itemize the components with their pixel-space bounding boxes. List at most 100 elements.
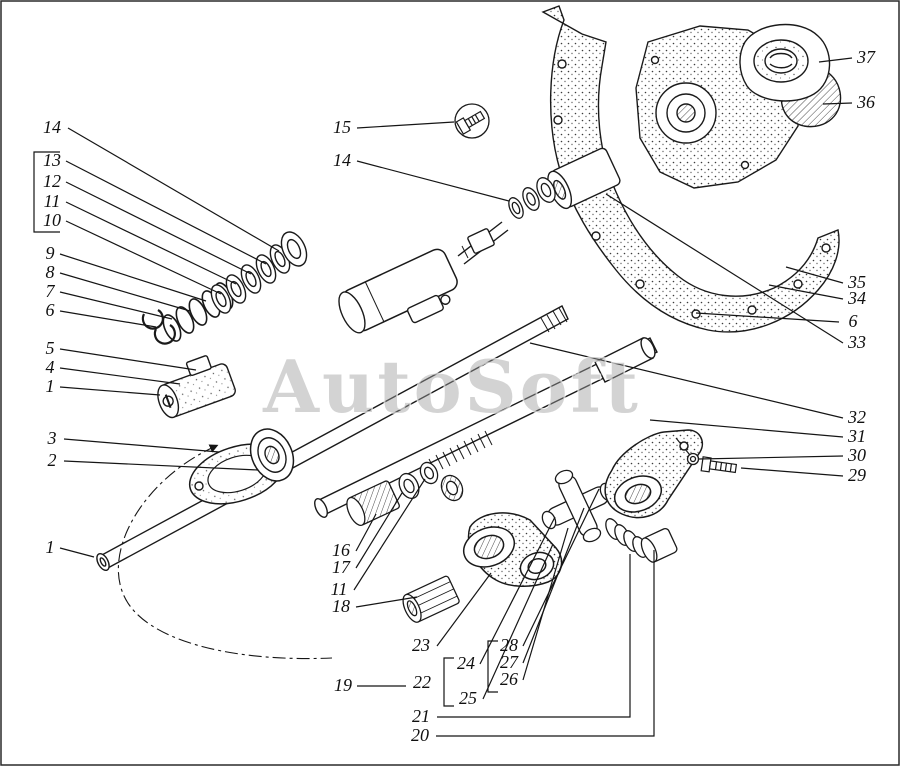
callout-24: 24 (457, 653, 475, 673)
callout-11-bottom: 11 (331, 579, 348, 599)
leader-line (59, 310, 157, 328)
leader-line (355, 492, 403, 569)
part-bushing (346, 480, 400, 527)
callout-12: 12 (43, 171, 61, 191)
callout-16: 16 (332, 540, 350, 560)
part-universal-joint-cross (541, 469, 615, 543)
leader-line (65, 181, 252, 275)
callout-23: 23 (412, 635, 430, 655)
leader-line (59, 547, 95, 558)
callout-36: 36 (856, 92, 875, 112)
leader-line (436, 572, 492, 647)
leader-line (649, 419, 844, 438)
leader-line (356, 160, 510, 202)
leader-line (522, 527, 569, 681)
callout-11-left: 11 (44, 191, 61, 211)
leader-line (63, 438, 220, 453)
part-lock-housing (338, 221, 509, 334)
part-upper-yoke (604, 429, 704, 519)
leader-line (482, 543, 554, 700)
callout-27: 27 (500, 652, 519, 672)
part-screw-detail (454, 103, 490, 139)
leader-line (355, 596, 418, 608)
callout-22: 22 (413, 672, 431, 692)
callout-32: 32 (847, 407, 866, 427)
part-lock-cylinder (157, 355, 236, 419)
callout-34: 34 (847, 288, 866, 308)
part-washer-30 (686, 452, 700, 466)
callout-33: 33 (847, 332, 866, 352)
leader-line (63, 460, 259, 471)
leader-line (67, 127, 280, 252)
callout-29: 29 (848, 465, 866, 485)
leader-line (59, 386, 161, 396)
callout-4: 4 (46, 357, 55, 377)
callout-1-shaft: 1 (46, 537, 55, 557)
callout-6-left: 6 (46, 300, 55, 320)
centerline-arc (117, 444, 333, 660)
callout-13: 13 (43, 150, 61, 170)
leader-line (605, 193, 844, 344)
part-washer-11 (419, 461, 439, 485)
leader-line (355, 513, 377, 552)
leader-line (522, 507, 585, 664)
part-flange-bearing (188, 428, 295, 505)
leader-line (740, 467, 844, 477)
callout-1-left: 1 (46, 376, 55, 396)
leader-line (529, 342, 844, 419)
callout-28: 28 (500, 635, 518, 655)
callout-8: 8 (46, 262, 55, 282)
leader-line (698, 455, 844, 460)
part-retaining-rings (141, 309, 176, 345)
callout-30: 30 (847, 445, 866, 465)
callout-26: 26 (500, 669, 518, 689)
leader-lines (33, 57, 853, 737)
callout-bracket (487, 640, 498, 693)
part-clamp-bolt (700, 456, 738, 474)
leader-line (479, 516, 556, 665)
callout-5: 5 (46, 338, 55, 358)
leader-line (65, 201, 237, 285)
callout-2: 2 (48, 450, 57, 470)
callout-21: 21 (412, 706, 430, 726)
callout-14-mid: 14 (333, 150, 351, 170)
callout-10: 10 (43, 210, 61, 230)
callout-7: 7 (46, 281, 56, 301)
part-splined-bushing (402, 575, 460, 623)
part-ignition-switch (547, 147, 621, 210)
callout-9: 9 (46, 243, 55, 263)
callout-bracket (33, 151, 60, 233)
leader-line (768, 284, 844, 300)
leader-line (59, 348, 197, 371)
leader-line (436, 550, 655, 737)
callout-15: 15 (333, 117, 351, 137)
leader-line (59, 367, 181, 385)
part-steering-shaft-lower (314, 337, 658, 518)
leader-line (59, 272, 191, 312)
leader-line (65, 160, 267, 265)
callout-31: 31 (847, 426, 866, 446)
callout-37: 37 (856, 47, 876, 67)
leader-line (353, 478, 426, 591)
callout-6-right: 6 (849, 311, 858, 331)
leader-line (818, 57, 853, 63)
part-end-cap (640, 527, 678, 563)
part-washer-stack (210, 231, 308, 314)
leader-line (59, 291, 173, 320)
callout-25: 25 (459, 688, 477, 708)
callout-19: 19 (334, 675, 352, 695)
leader-line (822, 102, 853, 105)
callout-14-left: 14 (43, 117, 61, 137)
leader-line (695, 312, 840, 323)
leader-line (437, 554, 631, 718)
watermark-text: AutoSoft (262, 344, 641, 429)
callout-18: 18 (332, 596, 350, 616)
leader-line (785, 266, 844, 284)
part-lower-yoke (462, 512, 563, 587)
part-washer-17 (398, 472, 420, 500)
leader-line (356, 121, 455, 129)
callout-bracket (443, 657, 454, 707)
part-lock-nut (440, 474, 464, 502)
